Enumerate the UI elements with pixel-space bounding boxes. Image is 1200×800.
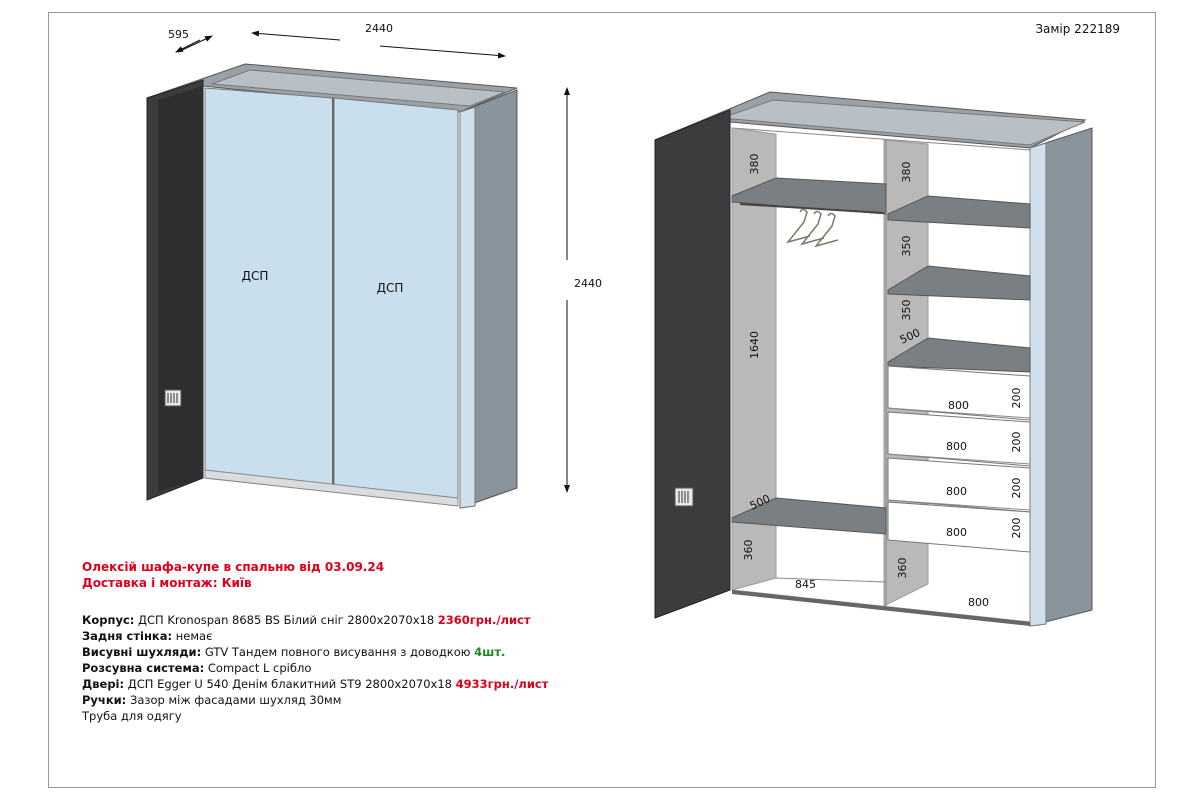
dim-drawer-1-height: 200: [1010, 388, 1023, 409]
dim-right-shelf-2: 350: [900, 236, 913, 257]
wardrobe-interior-view: [654, 91, 1093, 627]
dim-drawer-3-height: 200: [1010, 478, 1023, 499]
drawer-1: [887, 365, 1031, 421]
clothes-rail: [739, 203, 885, 214]
spec-back: Задня стінка: немає: [82, 629, 213, 643]
spec-body: Корпус: ДСП Kronospan 8685 BS Білий сніг…: [82, 613, 531, 627]
closed-view-dimensions: 595 2440 2440: [168, 22, 602, 493]
dim-drawer-4-width: 800: [946, 526, 967, 539]
interior-top-rail: [721, 99, 1086, 146]
door-right: [333, 97, 459, 507]
spec-sliding-system: Розсувна система: Compact L срібло: [82, 661, 312, 675]
dim-drawer-1-width: 800: [948, 399, 969, 412]
left-bottom-shelf: [731, 497, 887, 535]
spec-rail: Труба для одягу: [82, 709, 182, 723]
socket-icon: [164, 389, 182, 407]
dim-right-bottom-shelf: 360: [896, 558, 909, 579]
wardrobe-closed-view: ДСП ДСП: [146, 63, 518, 509]
order-title: Олексій шафа-купе в спальню від 03.09.24: [82, 560, 385, 574]
depth-arrow: [177, 35, 213, 53]
drawer-4: [887, 501, 1031, 553]
spec-doors: Двері: ДСП Egger U 540 Денім блакитний S…: [82, 677, 549, 691]
order-id: Замір 222189: [1035, 22, 1120, 36]
dim-drawer-4-height: 200: [1010, 518, 1023, 539]
dim-right-bottom-width: 800: [968, 596, 989, 609]
door-left-label: ДСП: [242, 269, 269, 283]
width-arrow: [379, 45, 506, 59]
socket-icon: [674, 487, 694, 507]
dim-left-top-shelf: 380: [748, 154, 761, 175]
plinth: [732, 590, 1030, 626]
drawing-sheet: [48, 12, 1156, 788]
right-shelf-2: [887, 265, 1031, 301]
spec-drawers: Висувні шухляди: GTV Тандем повного вису…: [82, 645, 506, 659]
top-rail: [211, 69, 506, 107]
dim-height: 2440: [574, 277, 602, 290]
interior-left-side: [654, 109, 731, 619]
dim-depth: 595: [168, 28, 189, 41]
dim-drawer-2-height: 200: [1010, 432, 1023, 453]
door-right-label: ДСП: [377, 281, 404, 295]
delivery-info: Доставка і монтаж: Київ: [82, 576, 252, 590]
dim-left-bottom-shelf: 360: [742, 540, 755, 561]
drawer-2: [887, 411, 1031, 467]
bottom-rail: [204, 469, 459, 507]
right-side-edge: [459, 106, 476, 509]
spec-handles: Ручки: Зазор між фасадами шухляд 30мм: [82, 693, 342, 707]
dim-hanging: 1640: [748, 331, 761, 359]
right-shelf-3: [887, 337, 1031, 373]
door-left: [204, 87, 334, 493]
dim-right-shelf-1: 380: [900, 162, 913, 183]
dim-drawer-2-width: 800: [946, 440, 967, 453]
right-shelf-1: [887, 195, 1031, 229]
left-side-face: [158, 86, 203, 492]
dim-right-shelf-3: 350: [900, 300, 913, 321]
interior-dimensions: 380 1640 500 360 845 380 350 350 500 800…: [742, 154, 1023, 610]
dim-width: 2440: [365, 22, 393, 35]
dim-left-width: 845: [795, 578, 816, 591]
hangers-icon: [785, 208, 839, 248]
dim-drawer-3-width: 800: [946, 485, 967, 498]
